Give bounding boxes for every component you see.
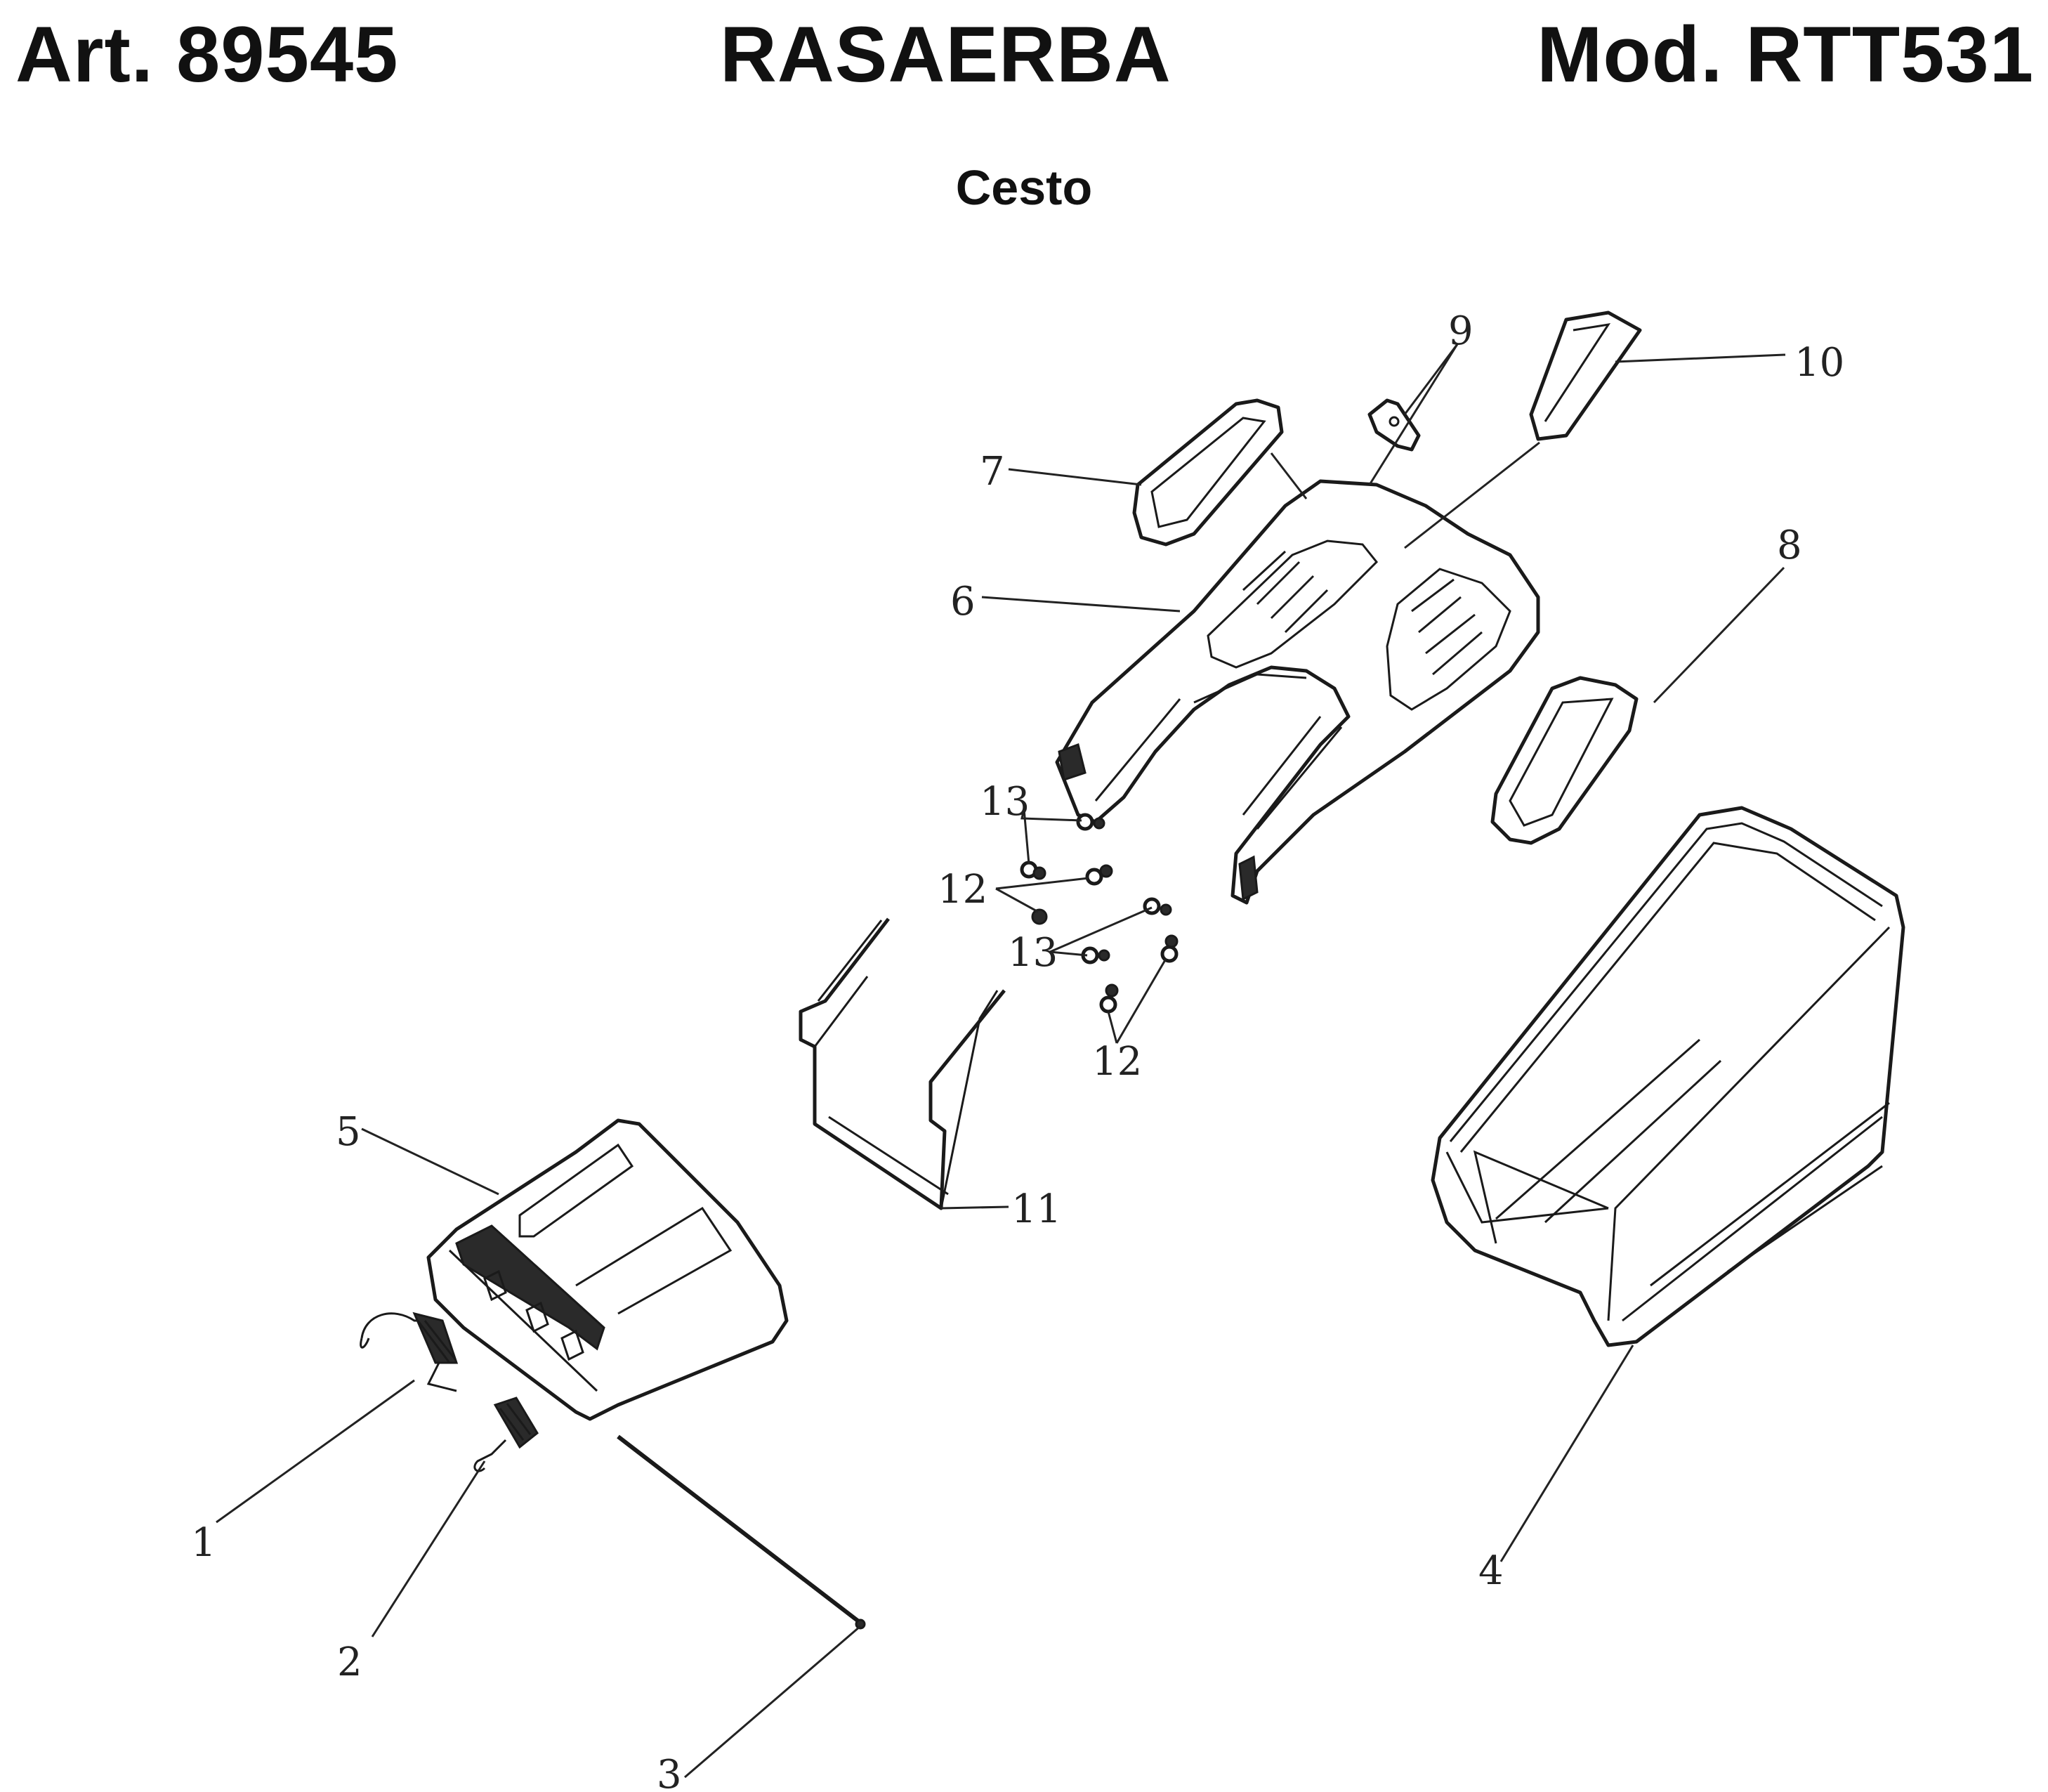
part-7-grip-cover [1132, 398, 1284, 547]
part-9-bracket [1367, 398, 1421, 452]
callout-13-lower: 13 [1008, 930, 1058, 976]
callout-12-lower: 12 [1092, 1039, 1142, 1085]
part-4-grass-bag [1431, 806, 1905, 1347]
part-3-rod [617, 1434, 866, 1630]
callout-5: 5 [336, 1109, 361, 1155]
part-10-handle-sleeve [1529, 310, 1642, 441]
callout-12-upper: 12 [938, 867, 987, 913]
section-title: Cesto [955, 160, 1093, 215]
callout-2: 2 [337, 1640, 362, 1685]
leader-lines [216, 344, 1786, 1779]
callout-13-upper: 13 [980, 779, 1030, 825]
part-11-wire-frame [799, 917, 1006, 1210]
callout-8: 8 [1777, 523, 1802, 568]
callout-1: 1 [191, 1520, 216, 1566]
callout-10: 10 [1794, 340, 1844, 386]
part-6-upper-frame [1055, 479, 1540, 905]
part-2-spring [473, 1397, 539, 1472]
part-1-spring [360, 1312, 459, 1392]
part-5-flap-cover [426, 1118, 789, 1421]
fasteners-12-13 [1020, 813, 1179, 1014]
callout-6: 6 [950, 579, 976, 624]
callout-7: 7 [980, 449, 1005, 495]
callout-labels: 1 2 3 4 5 6 7 8 9 10 11 12 12 13 13 [191, 308, 1844, 1792]
part-8-grip-cover [1490, 676, 1639, 845]
callout-11: 11 [1011, 1186, 1061, 1232]
product-name: RASAERBA [720, 11, 1171, 98]
article-number: Art. 89545 [15, 11, 399, 98]
callout-4: 4 [1478, 1548, 1504, 1594]
callout-3: 3 [657, 1752, 682, 1792]
model-number: Mod. RTT531 [1537, 11, 2034, 98]
callout-9: 9 [1448, 308, 1473, 354]
